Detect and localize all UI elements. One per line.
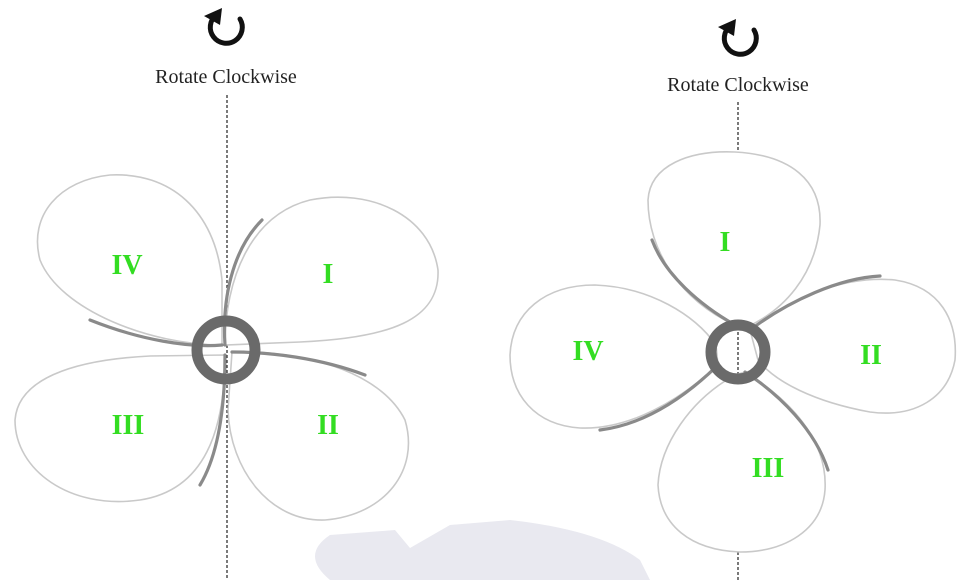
blade-label-i-right: I: [720, 227, 731, 258]
blade-iii-left: [14, 353, 227, 503]
hub-left: [191, 315, 261, 385]
rotate-clockwise-icon-right: [718, 19, 759, 57]
blade-iii-right: [657, 370, 830, 553]
blade-ii-left: [227, 350, 410, 521]
propeller-right: Rotate Clockwise I IV II III: [509, 19, 957, 580]
hub-right: [705, 319, 771, 385]
blade-label-iv-left: IV: [111, 250, 142, 281]
blade-label-iii-right: III: [752, 453, 785, 484]
blade-iv-left: [36, 174, 224, 348]
blade-label-iii-left: III: [112, 410, 145, 441]
rotate-caption-right: Rotate Clockwise: [667, 74, 809, 96]
rotate-caption-left: Rotate Clockwise: [155, 66, 297, 88]
propeller-left: Rotate Clockwise IV I III II: [14, 8, 439, 580]
blade-label-iv-right: IV: [572, 336, 603, 367]
blade-label-i-left: I: [323, 259, 334, 290]
rotate-clockwise-icon-left: [204, 8, 245, 46]
blade-i-right: [647, 151, 821, 329]
blade-iv-right: [509, 284, 720, 432]
blade-label-ii-left: II: [317, 410, 339, 441]
blade-ii-right: [748, 274, 957, 414]
blade-label-ii-right: II: [860, 340, 882, 371]
blade-i-left: [222, 196, 439, 347]
watermark-shape: [315, 520, 650, 580]
